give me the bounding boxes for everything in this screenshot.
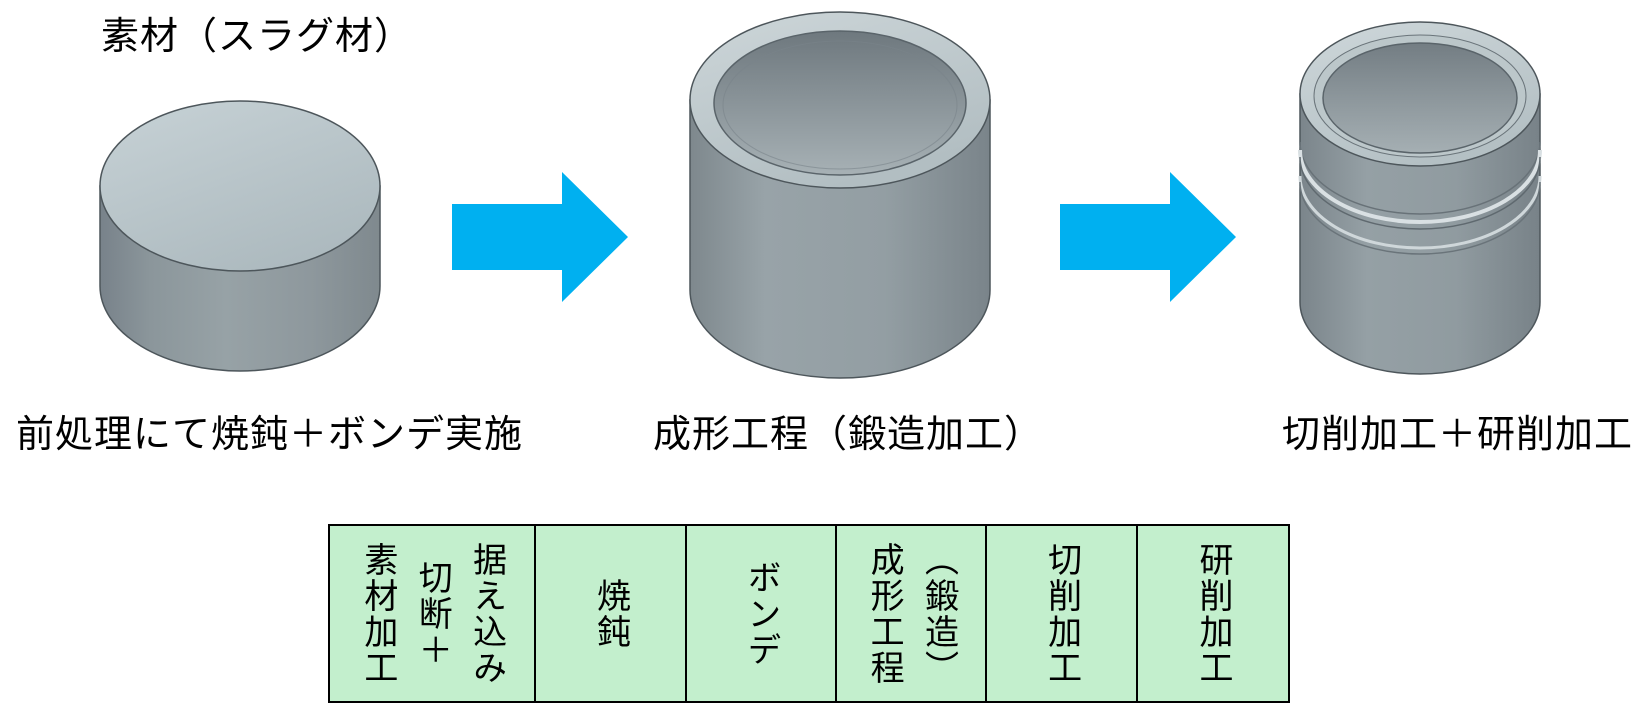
process-step-text: 素材加工 切断＋ 据え込み: [358, 541, 506, 686]
process-step-cell-grinding: 研削加工: [1137, 526, 1288, 701]
stage-machining-caption: 切削加工＋研削加工: [1282, 414, 1634, 456]
process-step-text: 切削加工: [1042, 541, 1081, 686]
process-step-cell-bonde: ボンデ: [686, 526, 837, 701]
process-step-text: 焼鈍: [591, 577, 630, 650]
process-step-cell-forming: 成形工程 （鍛造）: [836, 526, 988, 701]
process-step-table: 素材加工 切断＋ 据え込み 焼鈍 ボンデ 成形工程 （鍛造） 切削加工 研削加工: [328, 524, 1290, 703]
flow-right-arrow-icon: [1060, 172, 1236, 302]
slug-disc-3d-icon: [99, 100, 381, 372]
machined-cup-3d-icon: [1298, 21, 1542, 375]
stage-material-caption: 前処理にて焼鈍＋ボンデ実施: [16, 414, 524, 456]
process-step-cell-annealing: 焼鈍: [536, 526, 687, 701]
process-step-cell-material: 素材加工 切断＋ 据え込み: [330, 526, 537, 701]
process-step-text: 研削加工: [1194, 541, 1233, 686]
process-step-cell-cutting: 切削加工: [987, 526, 1138, 701]
process-step-text: ボンデ: [741, 559, 780, 668]
forged-cup-3d-icon: [689, 11, 991, 379]
stage-material-title: 素材（スラグ材）: [101, 16, 414, 58]
process-step-text: 成形工程 （鍛造）: [865, 541, 958, 686]
flow-right-arrow-icon: [452, 172, 628, 302]
stage-forming-caption: 成形工程（鍛造加工）: [653, 414, 1044, 456]
